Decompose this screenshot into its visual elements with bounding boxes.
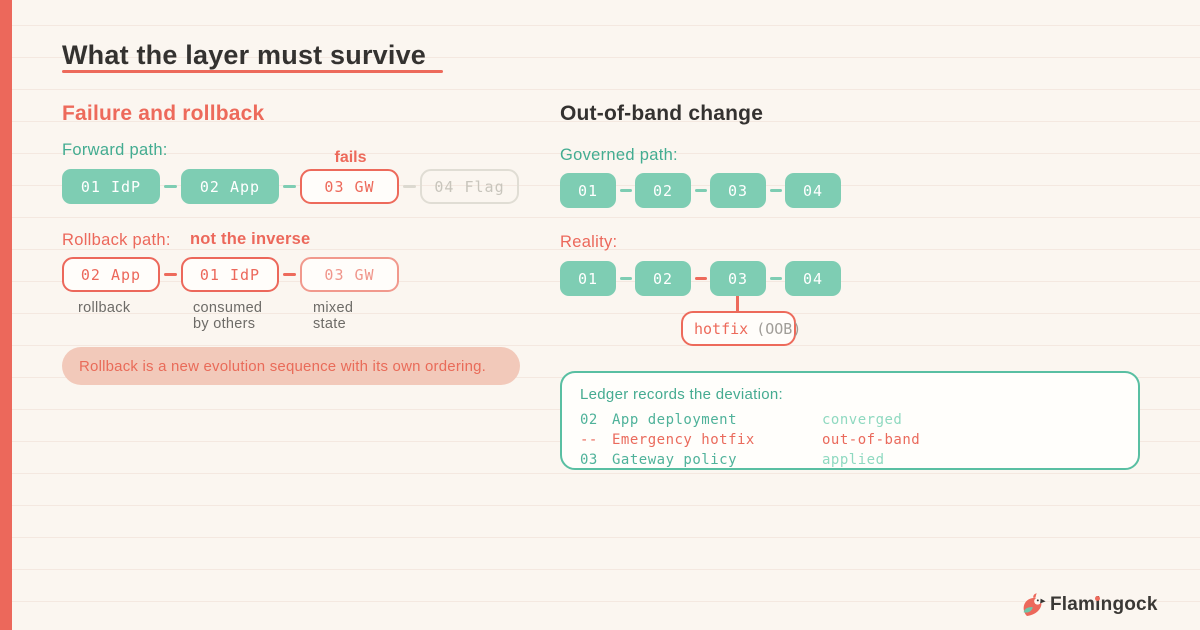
connector-dash	[164, 185, 177, 188]
ledger-row-name: Emergency hotfix	[612, 432, 755, 448]
forward-box-gw-failed: 03 GW	[300, 169, 399, 204]
connector-dash	[769, 189, 782, 192]
forward-box-idp: 01 IdP	[62, 169, 160, 204]
ledger-title: Ledger records the deviation:	[580, 386, 783, 403]
connector-dash	[283, 185, 296, 188]
forward-box-flag-ghost: 04 Flag	[420, 169, 519, 204]
forward-box-app: 02 App	[181, 169, 279, 204]
oob-heading: Out-of-band change	[560, 102, 764, 125]
reality-box-02: 02	[635, 261, 691, 296]
flamingock-bird-icon	[1018, 591, 1046, 619]
ledger-row-name: App deployment	[612, 412, 738, 428]
rollback-path: 02 App 01 IdP 03 GW	[62, 257, 399, 292]
ledger-row: 02 App deployment converged	[580, 410, 1138, 430]
hotfix-tag: (OOB)	[756, 319, 802, 338]
governed-path-label: Governed path:	[560, 146, 678, 164]
rollback-box-idp: 01 IdP	[181, 257, 279, 292]
failure-heading: Failure and rollback	[62, 102, 265, 125]
ledger-row-num: 03	[580, 452, 598, 468]
connector-dash	[283, 273, 296, 276]
ledger-row-name: Gateway policy	[612, 452, 738, 468]
reality-box-01: 01	[560, 261, 616, 296]
ledger-card: Ledger records the deviation: 02 App dep…	[560, 371, 1140, 470]
hotfix-stem	[736, 296, 739, 312]
hotfix-label: hotfix	[694, 319, 749, 338]
hotfix-box: hotfix (OOB)	[681, 311, 801, 346]
fails-label: fails	[334, 149, 367, 166]
rollback-note-mixed: mixed state	[313, 300, 354, 332]
reality-box-04: 04	[785, 261, 841, 296]
rollback-box-gw: 03 GW	[300, 257, 399, 292]
connector-dash	[403, 185, 416, 188]
rollback-path-label: Rollback path:	[62, 231, 171, 249]
forward-path-label: Forward path:	[62, 141, 168, 159]
ledger-row: -- Emergency hotfix out-of-band	[580, 430, 1138, 450]
connector-dash	[769, 277, 782, 280]
rollback-callout: Rollback is a new evolution sequence wit…	[62, 347, 520, 385]
governed-box-03: 03	[710, 173, 766, 208]
page-title: What the layer must survive	[62, 40, 427, 70]
ledger-row: 03 Gateway policy applied	[580, 450, 1138, 470]
connector-dash	[619, 189, 632, 192]
forward-path: 01 IdP 02 App 03 GW 04 Flag	[62, 169, 519, 204]
title-underline	[62, 70, 443, 73]
logo-text-part2: ngock	[1100, 594, 1158, 615]
governed-path: 01 02 03 04	[560, 173, 841, 208]
ledger-row-status: out-of-band	[822, 432, 921, 448]
logo-text: Flamingock	[1050, 591, 1158, 619]
reality-path: 01 02 03 04	[560, 261, 841, 296]
not-inverse-label: not the inverse	[190, 230, 311, 248]
governed-box-04: 04	[785, 173, 841, 208]
ledger-row-num: --	[580, 432, 598, 448]
logo-text-part1: Flam	[1050, 594, 1096, 615]
rollback-note-rollback: rollback	[78, 300, 131, 316]
reality-label: Reality:	[560, 233, 618, 251]
rollback-note-consumed: consumed by others	[193, 300, 263, 332]
rollback-box-app: 02 App	[62, 257, 160, 292]
reality-box-03: 03	[710, 261, 766, 296]
ledger-row-status: converged	[822, 412, 903, 428]
logo-text-dotted-i: i	[1095, 591, 1101, 619]
connector-dash	[619, 277, 632, 280]
connector-dash	[164, 273, 177, 276]
ledger-row-status: applied	[822, 452, 885, 468]
left-accent-bar	[0, 0, 12, 630]
connector-dash	[694, 189, 707, 192]
ledger-row-num: 02	[580, 412, 598, 428]
flamingock-logo: Flamingock	[1018, 591, 1158, 619]
governed-box-02: 02	[635, 173, 691, 208]
connector-dash-deviation	[694, 277, 707, 280]
governed-box-01: 01	[560, 173, 616, 208]
